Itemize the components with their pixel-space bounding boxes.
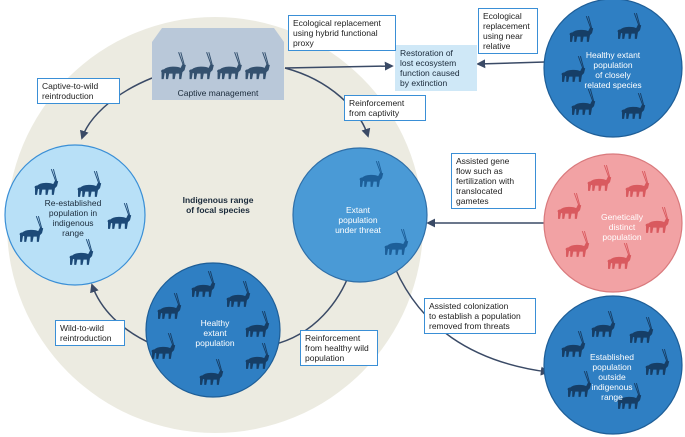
callout-reinforcement-wild: Reinforcement from healthy wild populati…: [300, 330, 378, 366]
arrow-healthy-to-reestablished: [90, 283, 155, 346]
threat-label: Extant population under threat: [335, 205, 381, 235]
related-label: Healthy extant population of closely rel…: [584, 50, 642, 90]
callout-hybrid-proxy: Ecological replacement using hybrid func…: [288, 15, 396, 51]
distinct-label: Genetically distinct population: [600, 212, 644, 242]
callout-wild-to-wild: Wild-to-wild reintroduction: [55, 320, 125, 346]
arrow-threat-to-outside: [394, 267, 550, 376]
callout-reinforcement-captivity: Reinforcement from captivity: [344, 95, 426, 121]
callout-captive-to-wild: Captive-to-wild reintroduction: [37, 78, 120, 104]
outside-label: Established population outside indigenou…: [590, 352, 634, 402]
callout-assisted-gene-flow: Assisted gene flow such as fertilization…: [451, 153, 536, 209]
arrow-captive-to-restoration: [284, 61, 394, 71]
arrow-captive-to-reestablished: [80, 77, 153, 140]
callout-assisted-colonization: Assisted colonization to establish a pop…: [424, 298, 536, 334]
captive-label: Captive management: [177, 88, 259, 98]
reestablished-label: Re-established population in indigenous …: [44, 198, 102, 238]
callout-near-relative: Ecological replacement using near relati…: [478, 8, 538, 54]
captive-pen: [152, 28, 284, 100]
restoration-hub: Restoration of lost ecosystem function c…: [395, 45, 477, 91]
node-outside: [543, 295, 683, 435]
arrow-captive-to-threat: [284, 67, 371, 138]
arrow-related-to-restoration: [476, 59, 546, 69]
range-label: Indigenous range of focal species: [182, 195, 254, 215]
node-reestablished: [4, 144, 146, 286]
healthy-label: Healthy extant population: [195, 318, 235, 348]
